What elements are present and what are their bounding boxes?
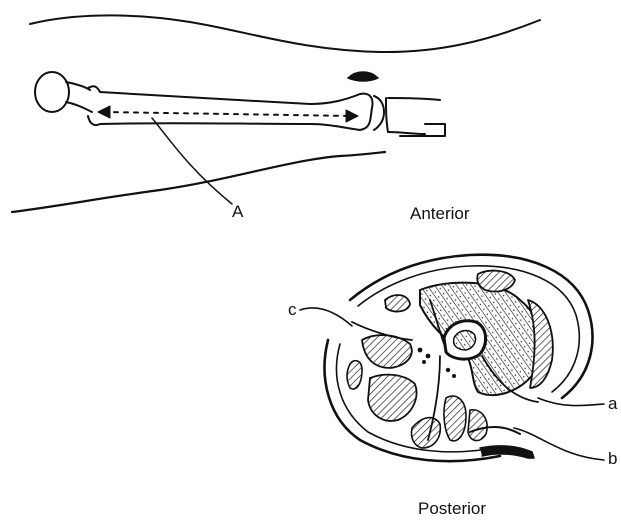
leader-line-a [538, 398, 604, 406]
thigh-lateral-view [12, 15, 540, 212]
adductor-muscle-2 [368, 375, 416, 421]
label-anterior: Anterior [410, 205, 470, 222]
leader-line-c [300, 308, 352, 326]
femoral-head [35, 72, 69, 112]
thigh-cross-section [300, 255, 604, 461]
rectus-femoris [477, 271, 515, 292]
label-b: b [608, 450, 617, 467]
label-c: c [288, 301, 297, 318]
patella-mark [348, 72, 378, 81]
tibia-upper [388, 98, 445, 136]
adductor-muscle-1 [362, 335, 412, 368]
femur-shaft [88, 86, 373, 130]
arrow-right-head [346, 110, 358, 122]
hamstring-muscle-1 [411, 418, 440, 448]
sartorius-muscle [385, 295, 410, 311]
label-A: A [232, 203, 243, 220]
thigh-upper-contour [30, 15, 540, 52]
arrow-left-head [98, 106, 110, 118]
leader-line-A [152, 118, 232, 204]
hamstring-muscle-3 [468, 410, 487, 441]
hamstring-muscle-2 [444, 396, 466, 441]
tibia-outline [386, 98, 388, 132]
medullary-dotted-line [104, 112, 352, 116]
gracilis-muscle [347, 361, 362, 389]
femoral-neck [66, 82, 92, 112]
knee-joint [374, 96, 384, 130]
label-a: a [608, 395, 617, 412]
posterior-fascia-tail [480, 446, 534, 458]
femur-marrow [454, 331, 476, 350]
thigh-lower-contour [12, 152, 385, 212]
label-posterior: Posterior [418, 500, 486, 517]
